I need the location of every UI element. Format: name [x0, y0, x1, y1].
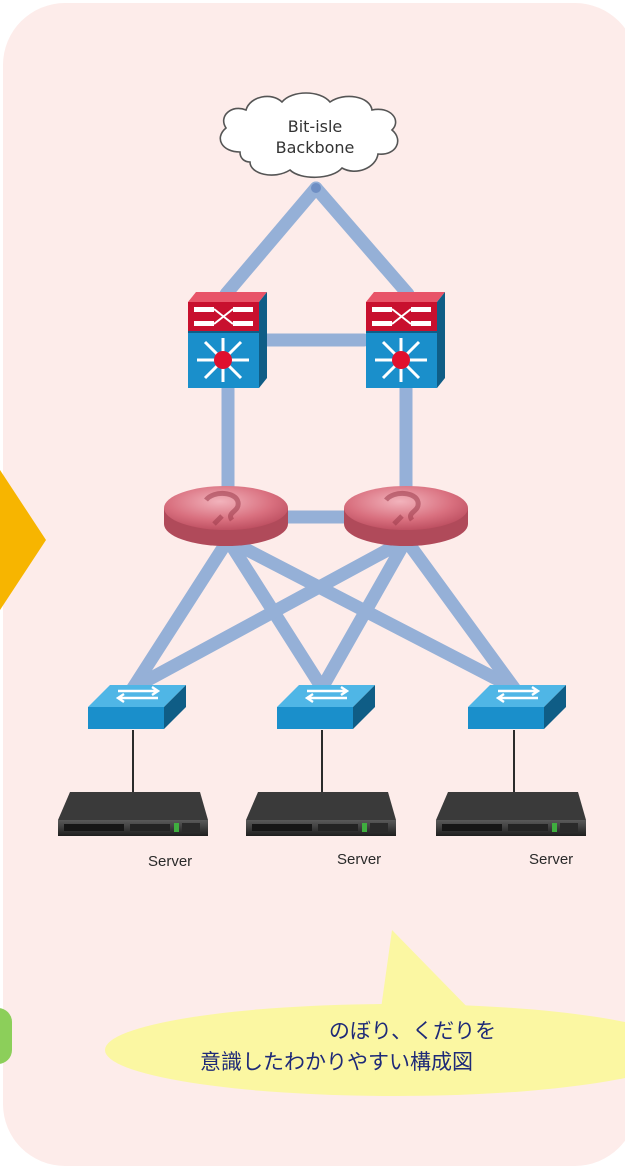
core-switch-right-icon [366, 292, 445, 388]
cloud-label-line2: Backbone [276, 138, 355, 157]
server-2-icon [246, 792, 396, 836]
callout-bubble [105, 930, 625, 1096]
access-switch-1-icon [88, 685, 186, 729]
link-cloud-core-left [219, 181, 323, 301]
cloud-label-line1: Bit-isle [288, 117, 343, 136]
access-switch-2-icon [277, 685, 375, 729]
network-links [126, 181, 521, 695]
callout-line1: のぼり、くだりを [328, 1019, 497, 1043]
cloud-icon: Bit-isle Backbone [219, 92, 399, 179]
green-tab-shape [0, 1008, 12, 1064]
link-router-left-sw1 [126, 533, 235, 695]
callout-line2: 意識したわかりやすい構成図 [200, 1050, 473, 1074]
server-label-1: Server [148, 853, 192, 870]
access-switch-3-icon [468, 685, 566, 729]
server-3-icon [436, 792, 586, 836]
router-right-icon [344, 486, 468, 546]
server-1-icon [58, 792, 208, 836]
server-links [132, 730, 515, 792]
core-switch-left-icon [188, 292, 267, 388]
link-router-right-sw2 [315, 533, 413, 695]
link-router-right-sw1 [126, 533, 413, 695]
link-cloud-core-right [309, 181, 415, 301]
server-label-2: Server [337, 851, 381, 868]
link-router-right-sw3 [399, 533, 521, 695]
arrow-icon [0, 470, 46, 610]
callout-text: のぼり、くだりを 意識したわかりやすい構成図 [200, 1016, 625, 1078]
server-label-3: Server [529, 851, 573, 868]
router-left-icon [164, 486, 288, 546]
